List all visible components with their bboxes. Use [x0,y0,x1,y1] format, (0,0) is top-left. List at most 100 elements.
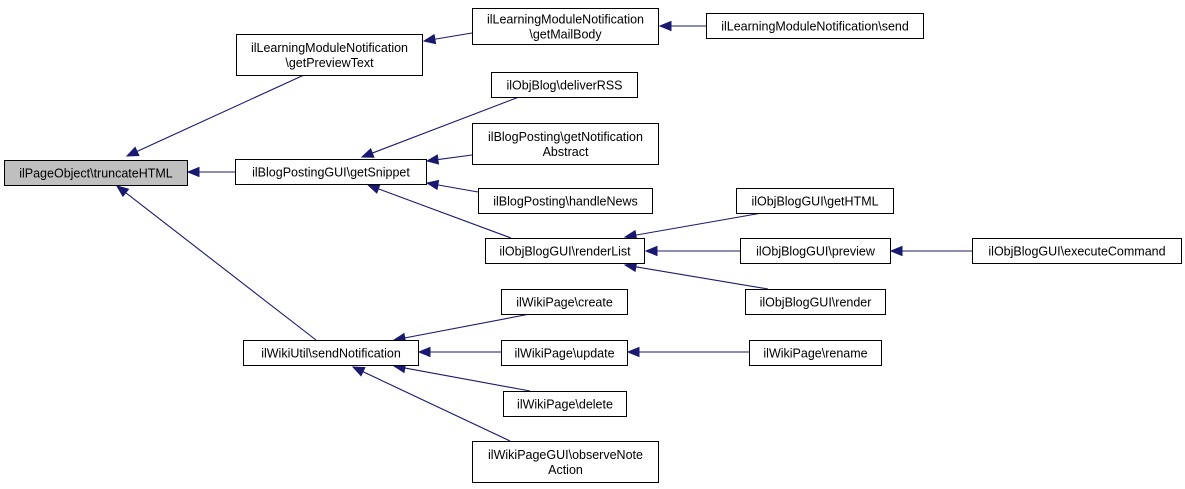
node-label: ilWikiPage\create [516,296,613,310]
node-box [235,159,427,185]
node-label: ilObjBlogGUI\render [760,296,872,310]
node-ob-rss[interactable]: ilObjBlog\deliverRSS [491,72,638,98]
node-label: ilBlogPostingGUI\getSnippet [252,166,410,180]
node-label: ilWikiUtil\sendNotification [261,347,401,361]
arrowhead-icon [626,346,640,358]
node-obg-preview[interactable]: ilObjBlogGUI\preview [740,238,891,264]
edge-ob_rss-to-bpg_snippet [360,96,520,158]
edge-obg_exec-to-obg_preview [889,245,972,257]
node-box [236,34,423,76]
node-lmn-mailbody[interactable]: ilLearningModuleNotification\getMailBody [472,8,659,45]
node-lmn-preview[interactable]: ilLearningModuleNotification\getPreviewT… [236,34,423,76]
node-box [749,340,882,366]
node-root[interactable]: ilPageObject\truncateHTML [4,160,188,186]
edge-line [371,96,520,154]
node-box [4,160,188,186]
edge-wp_update-to-wu_send [417,346,501,358]
node-label: ilObjBlogGUI\executeCommand [988,245,1165,259]
node-box [472,8,659,45]
node-bpg-snippet[interactable]: ilBlogPostingGUI\getSnippet [235,159,427,185]
node-label: ilObjBlog\deliverRSS [506,79,622,93]
node-box [503,391,627,417]
edge-line [436,184,479,193]
node-label: ilObjBlogGUI\getHTML [751,195,878,209]
node-label: ilBlogPosting\getNotification [488,130,643,144]
edge-bp_news-to-bpg_snippet [425,179,479,193]
edge-line [433,32,473,40]
edge-line [436,154,473,161]
node-label: ilLearningModuleNotification [251,41,408,55]
node-wp-update[interactable]: ilWikiPage\update [501,340,628,366]
edge-line [403,313,531,339]
node-box [472,123,659,165]
node-box [706,13,924,39]
node-box [501,289,628,315]
node-label: ilBlogPosting\handleNews [493,195,638,209]
node-label: ilLearningModuleNotification\send [721,20,909,34]
arrowhead-icon [417,346,431,358]
edge-line [124,191,317,341]
node-box [478,188,653,214]
node-label: \getPreviewText [285,56,374,70]
edge-lmn_send-to-lmn_mailbody [658,20,706,32]
arrowhead-icon [186,166,200,178]
edge-wp_create-to-wu_send [392,313,531,343]
node-wp-delete[interactable]: ilWikiPage\delete [503,391,627,417]
edge-obg_renderlist-to-bpg_snippet [366,184,512,239]
node-obg-renderlist[interactable]: ilObjBlogGUI\renderList [485,238,645,264]
edge-line [634,212,763,236]
edges-layer [115,20,972,442]
arrowhead-icon [889,245,903,257]
node-label: ilPageObject\truncateHTML [19,167,173,181]
node-lmn-send[interactable]: ilLearningModuleNotification\send [706,13,924,39]
edge-bp_notif-to-bpg_snippet [425,154,473,165]
edge-line [634,266,769,290]
node-label: ilWikiPage\delete [517,398,613,412]
edge-wp_delete-to-wu_send [392,362,531,392]
edge-line [135,74,305,153]
edge-obg_render-to-obg_renderlist [623,261,769,290]
arrowhead-icon [115,185,130,198]
nodes-layer: ilPageObject\truncateHTML ilLearningModul… [4,8,1182,483]
edge-bpg_snippet-to-root [186,166,235,178]
node-obg-render[interactable]: ilObjBlogGUI\render [745,289,886,315]
node-label: Action [548,463,583,477]
node-label: ilWikiPageGUI\observeNote [488,448,643,462]
arrowhead-icon [422,33,437,45]
node-box [745,289,886,315]
node-label: ilWikiPage\rename [763,347,867,361]
node-label: ilWikiPage\update [514,347,614,361]
node-box [243,340,419,366]
node-box [740,238,891,264]
arrowhead-icon [351,366,366,377]
edge-wu_send-to-root [115,185,317,341]
node-obg-gethtml[interactable]: ilObjBlogGUI\getHTML [736,188,894,214]
node-box [736,188,894,214]
node-box [501,340,628,366]
edge-obg_gethtml-to-obg_renderlist [623,212,763,241]
node-wu-send[interactable]: ilWikiUtil\sendNotification [243,340,419,366]
node-box [472,441,659,483]
arrowhead-icon [644,245,658,257]
node-label: ilLearningModuleNotification [487,13,644,27]
arrowhead-icon [658,20,672,32]
node-label: Abstract [543,145,589,159]
node-bp-news[interactable]: ilBlogPosting\handleNews [478,188,653,214]
edge-obg_preview-to-obg_renderlist [644,245,740,257]
node-wp-rename[interactable]: ilWikiPage\rename [749,340,882,366]
arrowhead-icon [425,179,440,191]
node-label: ilObjBlogGUI\preview [756,245,876,259]
arrowhead-icon [366,184,381,194]
arrowhead-icon [425,154,440,165]
arrowhead-icon [125,146,140,157]
node-box [972,238,1182,264]
edge-line [361,370,511,442]
node-wp-create[interactable]: ilWikiPage\create [501,289,628,315]
node-obg-exec[interactable]: ilObjBlogGUI\executeCommand [972,238,1182,264]
node-box [485,238,645,264]
edge-lmn_mailbody-to-lmn_preview [422,32,473,45]
node-box [491,72,638,98]
